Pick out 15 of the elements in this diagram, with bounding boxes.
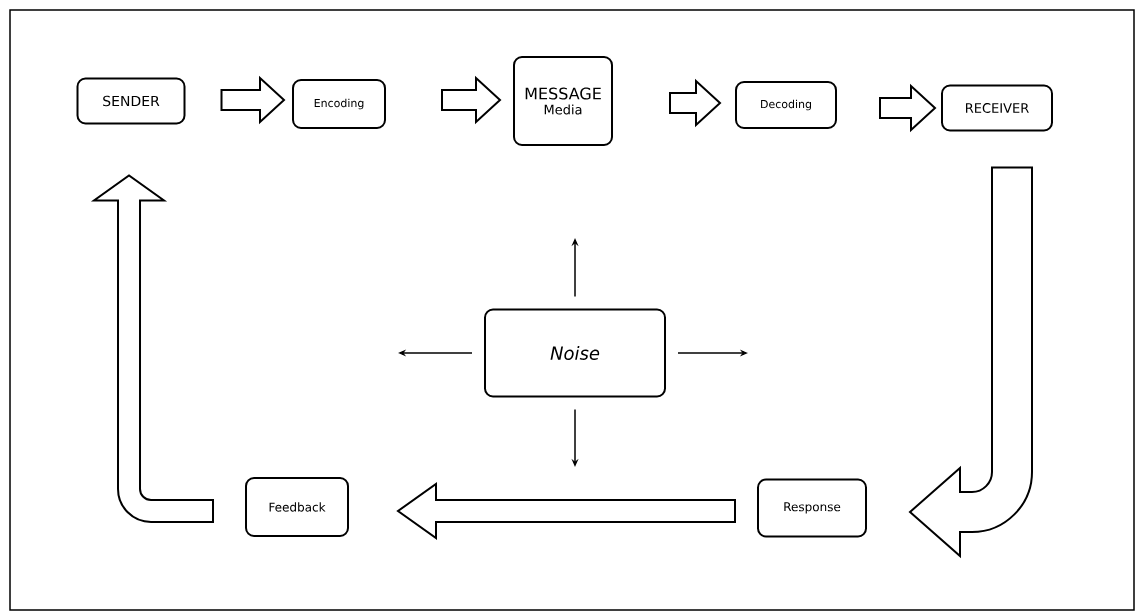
block-arrow [441,75,502,125]
process-box: Decoding [735,81,837,129]
block-arrow [669,78,722,128]
process-box: Noise [484,308,666,398]
block-arrow [396,482,736,540]
block-arrow [879,83,937,133]
process-box: Encoding [292,79,386,129]
process-box: SENDER [76,77,186,125]
process-box: Response [757,478,867,538]
process-box: RECEIVER [941,84,1053,132]
block-arrow [220,75,286,125]
process-box: MESSAGE Media [513,56,613,146]
block-arrow [93,174,214,523]
block-arrow [909,166,1033,557]
process-box: Feedback [245,477,349,537]
